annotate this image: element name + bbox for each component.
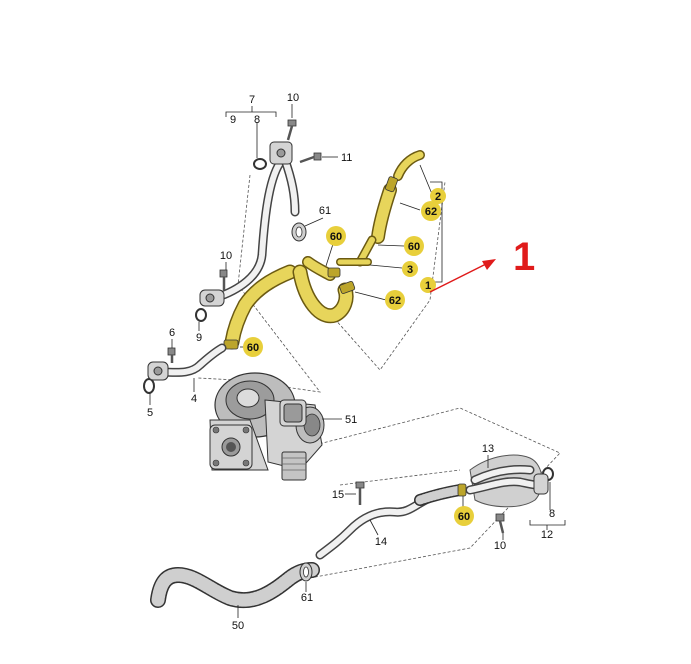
turbocharger xyxy=(209,372,325,481)
label-11: 11 xyxy=(341,152,352,164)
o-ring-5 xyxy=(143,378,155,394)
label-60-lower: 60 xyxy=(458,511,470,523)
label-62-upper: 62 xyxy=(425,206,437,218)
coolant-pipe-upper xyxy=(199,141,300,307)
bracket-7 xyxy=(225,111,277,117)
label-14: 14 xyxy=(375,536,387,548)
label-6: 6 xyxy=(169,327,175,339)
label-4: 4 xyxy=(191,393,197,405)
yellow-badges xyxy=(243,188,474,526)
label-10-top: 10 xyxy=(287,92,299,104)
bolt-11 xyxy=(299,152,322,164)
coolant-hose-50 xyxy=(150,562,320,609)
hose-clamp-61-upper xyxy=(291,222,307,242)
label-8-top: 8 xyxy=(254,114,260,126)
callout-arrowhead xyxy=(482,259,496,270)
o-rings xyxy=(143,158,554,481)
label-62-lower: 62 xyxy=(389,295,401,307)
coolant-pipe-13 xyxy=(465,454,549,508)
coolant-pipe-4 xyxy=(147,343,227,381)
group-brackets xyxy=(225,106,566,530)
badge-60-left xyxy=(243,337,263,357)
badge-1 xyxy=(420,277,436,293)
callout-arrow-line xyxy=(429,263,487,293)
badge-62-lower xyxy=(385,290,405,310)
hose-assembly-outline xyxy=(317,181,446,371)
label-10-left: 10 xyxy=(220,250,232,262)
bolt-10-left xyxy=(219,269,228,290)
yellow-hose-assembly xyxy=(223,150,425,350)
bolt-10-top xyxy=(286,119,297,141)
label-60-top: 60 xyxy=(330,231,342,243)
label-7: 7 xyxy=(249,94,255,106)
red-callout: 1 xyxy=(429,235,535,293)
label-9-left: 9 xyxy=(196,332,202,344)
coolant-pipe-14 xyxy=(315,483,467,560)
badge-60-top xyxy=(326,226,346,246)
o-ring-9-left xyxy=(195,308,207,322)
hose-clamp-60-lower xyxy=(457,483,467,497)
o-ring-9-top xyxy=(253,158,267,170)
bracket-1 xyxy=(430,181,443,283)
label-61-upper: 61 xyxy=(319,205,331,217)
label-15: 15 xyxy=(332,489,344,501)
label-61-lower: 61 xyxy=(301,592,313,604)
label-3: 3 xyxy=(407,264,413,276)
bracket-12 xyxy=(529,520,566,526)
callout-number: 1 xyxy=(513,235,535,279)
bolt-6 xyxy=(167,347,176,363)
bolt-15 xyxy=(355,481,365,505)
label-10-lower: 10 xyxy=(494,540,506,552)
badge-2 xyxy=(430,188,446,204)
label-8-lower: 8 xyxy=(549,508,555,520)
label-51: 51 xyxy=(345,414,357,426)
bolt-10-lower xyxy=(495,513,505,534)
label-50: 50 xyxy=(232,620,244,632)
label-60-left: 60 xyxy=(247,342,259,354)
bolts xyxy=(167,119,505,534)
label-12: 12 xyxy=(541,529,553,541)
badge-62-upper xyxy=(421,201,441,221)
label-60-right: 60 xyxy=(408,241,420,253)
label-1: 1 xyxy=(425,280,431,292)
label-13: 13 xyxy=(482,443,494,455)
label-2: 2 xyxy=(435,191,441,203)
label-5: 5 xyxy=(147,407,153,419)
badge-60-lower xyxy=(454,506,474,526)
label-9-top: 9 xyxy=(230,114,236,126)
badge-60-right xyxy=(404,236,424,256)
badge-3 xyxy=(402,261,418,277)
upper-assembly-outline xyxy=(197,174,321,393)
part-labels: 7 9 8 10 11 2 62 61 60 60 3 1 62 10 9 6 … xyxy=(147,92,555,632)
leader-lines xyxy=(149,104,551,618)
